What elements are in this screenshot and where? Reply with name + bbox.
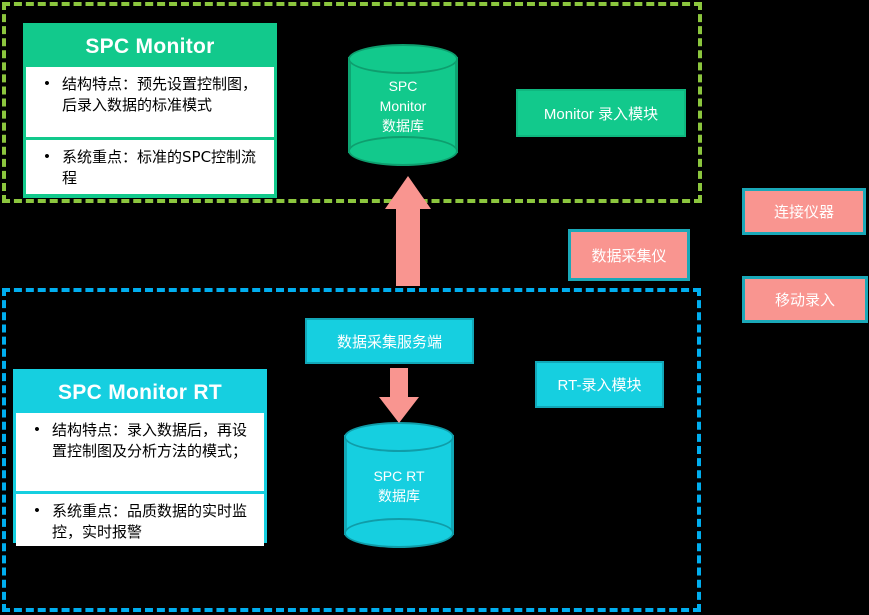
db-label-line: 数据库 xyxy=(378,487,420,504)
card-spc-monitor-rt-bullet-1: • 结构特点：录入数据后，再设置控制图及分析方法的模式； xyxy=(16,413,264,491)
card-spc-monitor-rt: SPC Monitor RT • 结构特点：录入数据后，再设置控制图及分析方法的… xyxy=(13,369,267,546)
database-spc-rt-label: SPC RT 数据库 xyxy=(344,466,454,506)
group-boundary-spc-monitor-rt xyxy=(2,288,701,612)
arrowhead-down-icon xyxy=(379,397,419,423)
bullet-marker-icon: • xyxy=(44,75,50,92)
cylinder-bottom xyxy=(348,136,458,166)
db-label-line: SPC xyxy=(388,78,418,95)
bullet-marker-icon: • xyxy=(34,502,40,519)
db-label-line: Monitor xyxy=(379,98,427,115)
database-spc-monitor: SPC Monitor 数据库 xyxy=(348,44,458,166)
cylinder-bottom xyxy=(344,518,454,548)
card-spc-monitor-rt-title: SPC Monitor RT xyxy=(57,381,223,404)
card-spc-monitor-title: SPC Monitor xyxy=(85,35,215,58)
db-label-line: 数据库 xyxy=(382,118,424,135)
database-spc-monitor-label: SPC Monitor 数据库 xyxy=(348,76,458,136)
database-spc-rt: SPC RT 数据库 xyxy=(344,422,454,548)
bullet-text: 结构特点：预先设置控制图，后录入数据的标准模式 xyxy=(62,75,258,114)
downward-data-flow-arrow-icon xyxy=(379,368,419,423)
card-spc-monitor: SPC Monitor • 结构特点：预先设置控制图，后录入数据的标准模式 • … xyxy=(23,23,277,198)
bullet-marker-icon: • xyxy=(34,421,40,438)
arrowhead-up-icon xyxy=(385,176,431,209)
upward-data-flow-arrow-icon xyxy=(385,176,431,286)
arrow-shaft xyxy=(390,368,408,398)
node-data-collection-server: 数据采集服务端 xyxy=(305,318,474,364)
bullet-text: 系统重点：标准的SPC控制流程 xyxy=(62,148,257,187)
db-label-line: SPC RT xyxy=(373,467,425,484)
card-spc-monitor-bullet-1: • 结构特点：预先设置控制图，后录入数据的标准模式 xyxy=(26,67,274,137)
cylinder-top xyxy=(348,44,458,74)
node-rt-entry-module: RT-录入模块 xyxy=(535,361,664,408)
arrow-shaft xyxy=(396,208,420,286)
cylinder-top xyxy=(344,422,454,452)
node-mobile-entry: 移动录入 xyxy=(742,276,868,323)
group-boundary-spc-monitor xyxy=(2,2,702,203)
node-data-collector: 数据采集仪 xyxy=(568,229,690,281)
bullet-marker-icon: • xyxy=(44,148,50,165)
bullet-text: 结构特点：录入数据后，再设置控制图及分析方法的模式； xyxy=(52,421,248,460)
node-monitor-entry-module: Monitor 录入模块 xyxy=(516,89,686,137)
bullet-text: 系统重点：品质数据的实时监控，实时报警 xyxy=(52,502,248,541)
node-connect-instrument: 连接仪器 xyxy=(742,188,866,235)
card-spc-monitor-bullet-2: • 系统重点：标准的SPC控制流程 xyxy=(26,140,274,194)
card-spc-monitor-rt-bullet-2: • 系统重点：品质数据的实时监控，实时报警 xyxy=(16,494,264,546)
